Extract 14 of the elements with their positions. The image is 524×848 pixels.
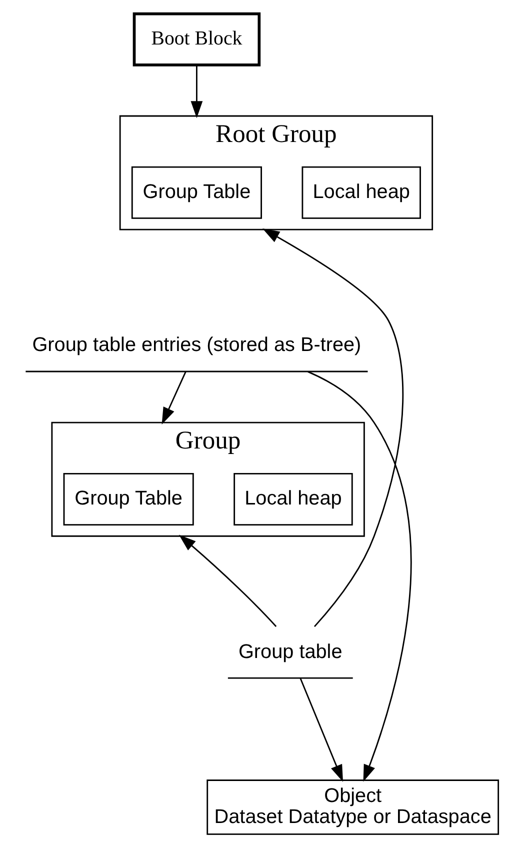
arrow: [308, 371, 412, 782]
node-box: Boot Block: [132, 12, 261, 66]
node-box: Local heap: [234, 472, 353, 526]
arrow: [262, 228, 404, 628]
arrow: [300, 678, 344, 782]
arrow: [190, 64, 203, 118]
arrow: [162, 371, 186, 425]
arrow: [178, 534, 277, 627]
node-box: Group Table: [131, 166, 262, 219]
node-box: Local heap: [302, 166, 421, 219]
node-box: Group Table: [63, 472, 194, 526]
node-box: Object Dataset Datatype or Dataspace: [206, 780, 500, 835]
node-text: Group table: [238, 640, 342, 663]
node-text: Group table entries (stored as B-tree): [32, 334, 362, 356]
